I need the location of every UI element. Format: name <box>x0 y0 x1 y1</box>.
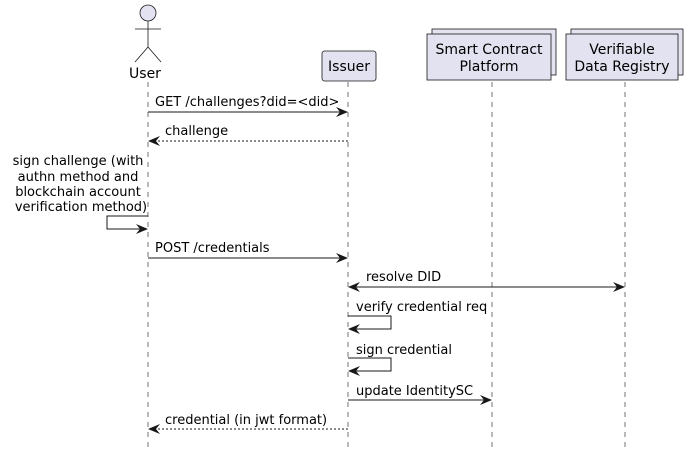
issuer-label: Issuer <box>328 59 370 75</box>
message-sign-credential-label: sign credential <box>356 343 452 358</box>
arrowhead <box>148 136 160 146</box>
message-post-credentials: POST /credentials <box>148 241 348 263</box>
message-verify-credential-req-label: verify credential req <box>356 300 487 315</box>
registry-label-line2: Data Registry <box>574 59 669 75</box>
arrowhead <box>136 224 148 234</box>
issuer-box <box>321 50 377 82</box>
message-sign-challenge-line4: verification method) <box>15 200 147 215</box>
registry-box <box>565 28 684 81</box>
message-sign-challenge-line1: sign challenge (with <box>13 154 144 169</box>
platform-label-line2: Platform <box>459 59 518 75</box>
arrowhead <box>613 282 625 292</box>
user-actor-head <box>139 4 157 22</box>
message-sign-challenge: sign challenge (with authn method and bl… <box>13 154 148 234</box>
arrowhead <box>336 107 348 117</box>
message-update-identitysc: update IdentitySC <box>348 384 492 405</box>
arrowhead <box>336 253 348 263</box>
message-resolve-did-label: resolve DID <box>366 270 441 285</box>
platform-box <box>426 28 557 81</box>
arrowhead <box>348 366 360 376</box>
message-sign-credential: sign credential <box>348 343 452 376</box>
message-challenge-return: challenge <box>148 124 348 146</box>
arrowhead <box>480 395 492 405</box>
arrowhead <box>348 282 360 292</box>
message-update-identitysc-label: update IdentitySC <box>356 384 473 399</box>
message-sign-challenge-line2: authn method and <box>18 170 139 185</box>
message-credential-return-label: credential (in jwt format) <box>165 413 327 428</box>
message-get-challenges: GET /challenges?did=<did> <box>148 95 348 117</box>
message-verify-credential-req: verify credential req <box>348 300 487 334</box>
registry-label-line1: Verifiable <box>589 42 655 58</box>
message-resolve-did: resolve DID <box>348 270 625 292</box>
user-label: User <box>129 66 161 82</box>
arrowhead <box>348 324 360 334</box>
message-challenge-label: challenge <box>165 124 228 139</box>
arrowhead <box>148 424 160 434</box>
user-actor <box>134 4 162 63</box>
message-post-credentials-label: POST /credentials <box>155 241 270 256</box>
message-credential-return: credential (in jwt format) <box>148 413 348 434</box>
message-get-challenges-label: GET /challenges?did=<did> <box>155 95 339 110</box>
platform-label-line1: Smart Contract <box>435 42 543 58</box>
message-sign-challenge-line3: blockchain account <box>15 185 141 200</box>
